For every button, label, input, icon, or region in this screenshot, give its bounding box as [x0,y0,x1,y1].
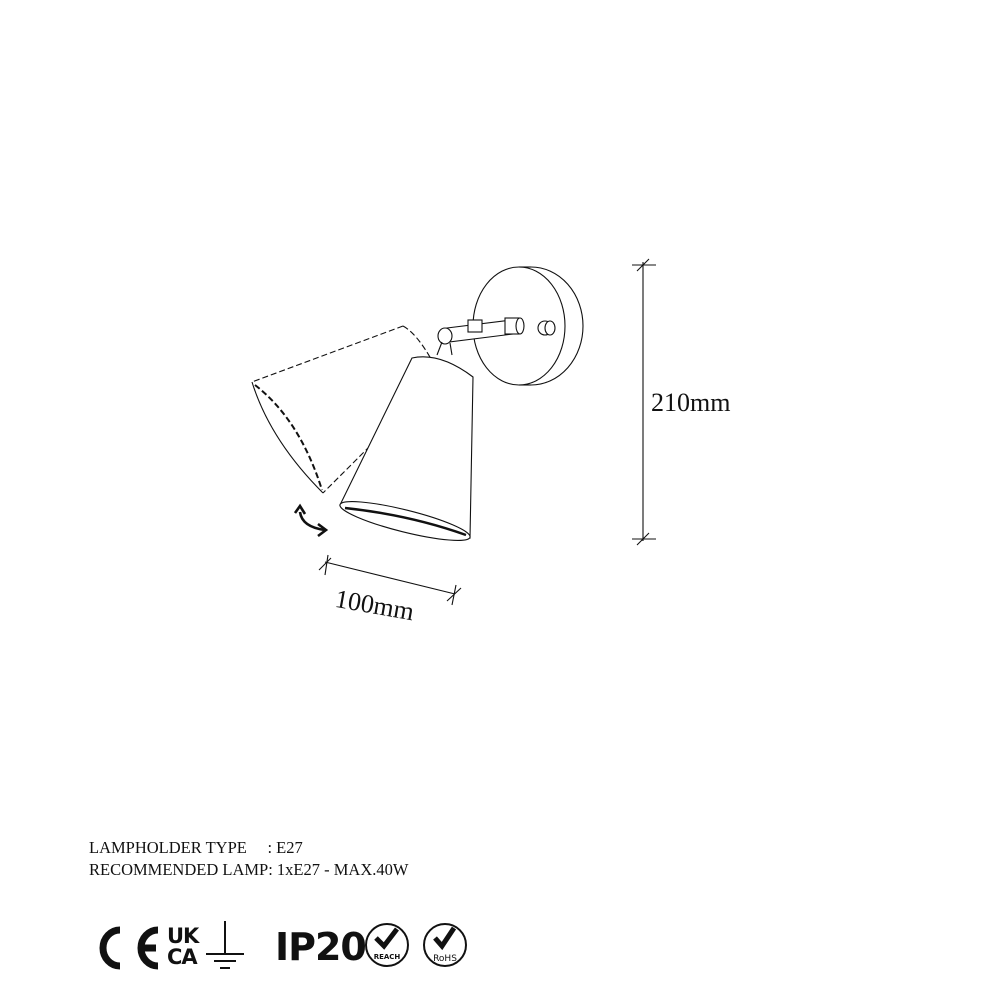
lampholder-type: LAMPHOLDER TYPE : E27 [89,838,303,857]
ground-symbol-icon [206,921,244,969]
ce-mark-icon [99,926,159,970]
reach-compliant-icon: REACH [365,923,409,967]
rohs-icon: RoHS [423,923,467,967]
rotate-arrow-icon [293,503,329,538]
reach-label: REACH [374,953,401,961]
shade [339,356,474,541]
height-dimension-line [632,258,656,546]
arm [436,317,525,356]
shade-alternate-position [251,325,441,494]
certification-logos: REACH RoHS [99,921,467,970]
ukca-mark: UKCA [167,924,199,969]
width-dimension-line [318,554,462,606]
ip-rating: IP20 [275,925,367,969]
mount-knob [537,320,556,336]
rohs-label: RoHS [433,954,457,964]
recommended-lamp: RECOMMENDED LAMP: 1xE27 - MAX.40W [89,860,409,879]
height-label: 210mm [651,388,731,417]
